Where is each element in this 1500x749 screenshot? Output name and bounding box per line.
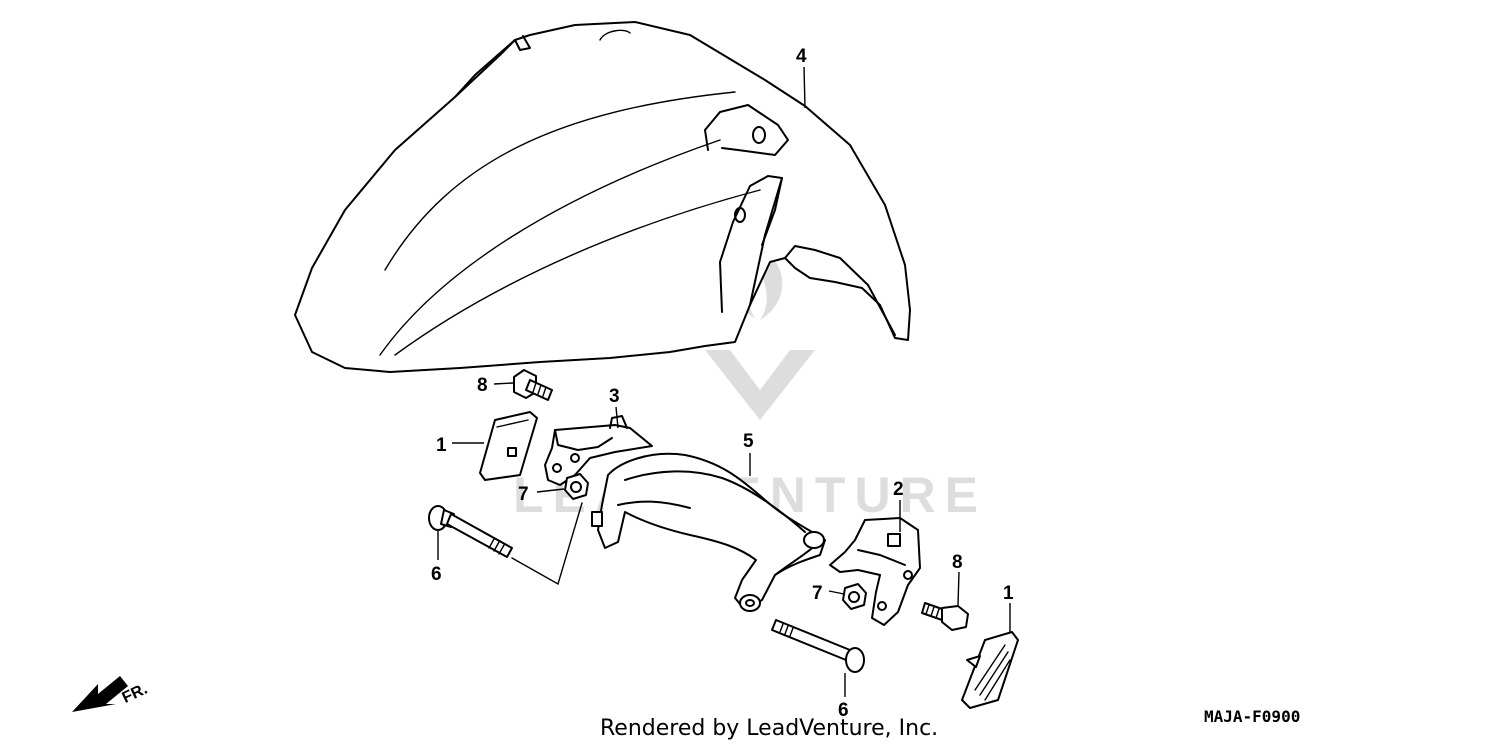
callout-8-upper: 8 <box>477 375 488 396</box>
callout-2: 2 <box>893 479 904 500</box>
front-fender-part <box>294 21 911 373</box>
front-direction-arrow: FR. <box>72 676 150 712</box>
callout-1-right: 1 <box>1003 583 1014 604</box>
bracket-part-2 <box>829 517 921 626</box>
callout-6-left: 6 <box>431 564 442 585</box>
bolt-part-lower <box>921 602 969 631</box>
callout-6-lower: 6 <box>838 700 849 721</box>
diagram-code: MAJA-F0900 <box>1204 707 1301 726</box>
axle-bolt-part-lower <box>771 619 865 673</box>
callout-4: 4 <box>796 46 807 67</box>
stay-part-3 <box>544 415 653 486</box>
bolt-alignment-line <box>511 502 583 586</box>
callout-3: 3 <box>609 386 620 407</box>
bolt-part-upper <box>513 369 553 401</box>
axle-bolt-part-left <box>428 505 513 558</box>
callout-7-upper: 7 <box>518 484 529 505</box>
reflector-part-left <box>479 411 538 481</box>
callout-5: 5 <box>743 431 754 452</box>
fork-brace-part <box>591 452 826 612</box>
callout-1-left: 1 <box>436 435 447 456</box>
render-credit: Rendered by LeadVenture, Inc. <box>600 716 939 741</box>
callout-labels: 4 8 3 1 5 7 2 6 8 7 1 6 <box>431 46 1014 721</box>
nut-part-lower <box>842 583 867 610</box>
nut-part-upper <box>564 473 589 500</box>
callout-7-lower: 7 <box>812 583 823 604</box>
callout-8-lower: 8 <box>952 552 963 573</box>
reflector-part-right <box>961 631 1019 709</box>
